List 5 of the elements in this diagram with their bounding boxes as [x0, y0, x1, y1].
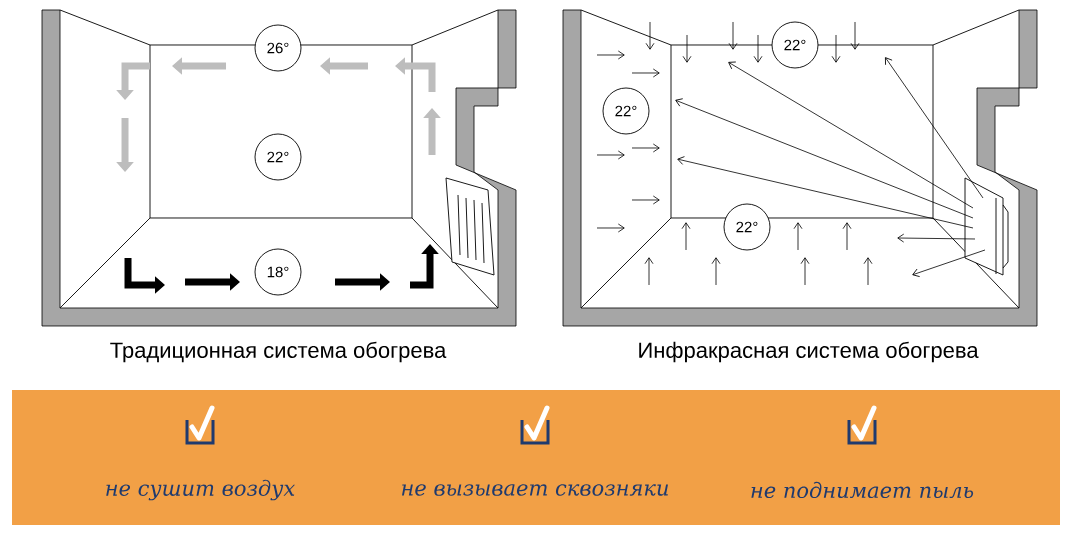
caption: Инфракрасная система обогрева	[639, 341, 979, 363]
benefit-text: не сушит воздух	[106, 479, 295, 501]
caption: Традиционная система обогрева	[110, 341, 447, 363]
benefit-text: не поднимает пыль	[751, 481, 974, 499]
benefit-text: не вызывает сквозняки	[402, 484, 668, 496]
